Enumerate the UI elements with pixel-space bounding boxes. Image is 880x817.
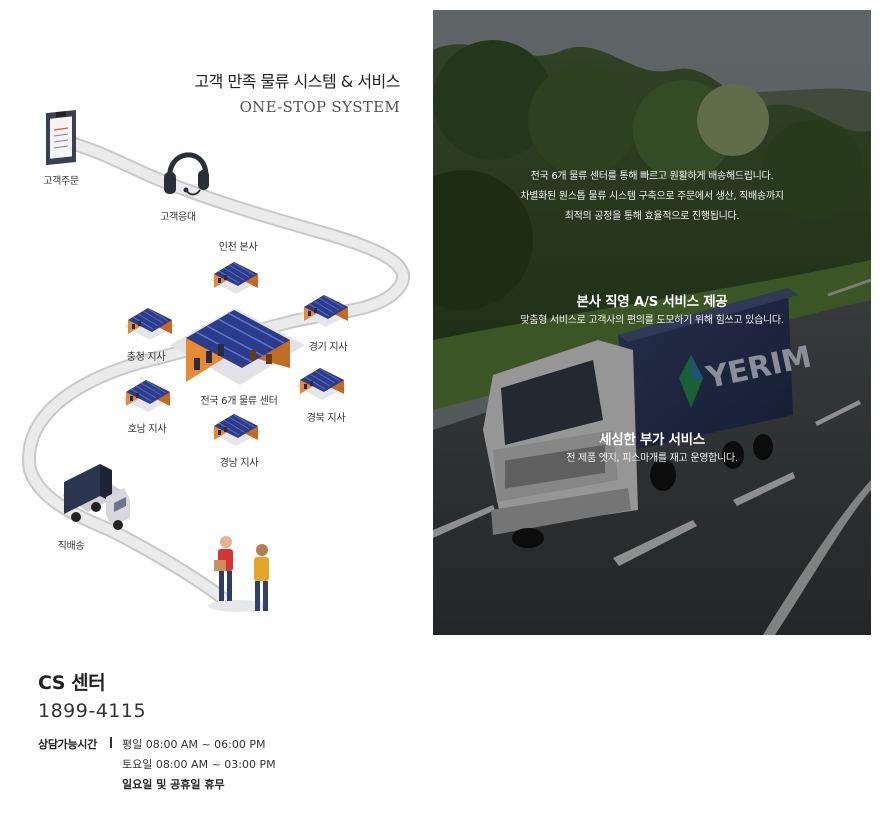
label-gyeongbuk: 경북 지사 [306, 413, 346, 424]
desc-extra-service: 전 제품 엣지, 피스마개를 재고 운영합니다. [566, 453, 738, 464]
diagram-subtitle: ONE-STOP SYSTEM [239, 98, 400, 116]
diagram-title: 고객 만족 물류 시스템 & 서비스 [194, 72, 400, 91]
desc-as-service: 맞춤형 서비스로 고객사의 편의를 도모하기 위해 힘쓰고 있습니다. [520, 315, 784, 326]
delivery-truck-icon [62, 464, 130, 530]
warehouse-gyeongnam [209, 413, 263, 447]
heading-extra-service: 세심한 부가 서비스 [599, 432, 705, 448]
cs-center-title: CS 센터 [38, 672, 106, 694]
warehouse-chungcheong [123, 307, 177, 341]
hours-weekday: 평일 08:00 AM ~ 06:00 PM [122, 738, 266, 751]
hours-closed: 일요일 및 공휴일 휴무 [122, 778, 225, 791]
intro-line-3: 최적의 공정을 통해 효율적으로 진행됩니다. [564, 211, 740, 222]
intro-line-2: 차별화된 원스톱 물류 시스템 구축으로 주문에서 생산, 직배송까지 [520, 191, 784, 202]
warehouse-gyeongbuk [295, 367, 349, 401]
label-gyeongnam: 경남 지사 [219, 458, 259, 469]
intro-line-1: 전국 6개 물류 센터를 통해 빠르고 원활하게 배송해드립니다. [530, 171, 774, 182]
warehouse-honam [121, 379, 175, 413]
hours-divider [110, 737, 112, 748]
truck-highway-photo: YERIM [433, 10, 871, 635]
headset-icon [164, 152, 209, 196]
logistics-diagram: 고객 만족 물류 시스템 & 서비스 ONE-STOP SYSTEM 고객주문 … [0, 0, 430, 640]
label-gyeonggi: 경기 지사 [308, 342, 348, 353]
clipboard-icon [46, 110, 76, 166]
label-incheon: 인천 본사 [218, 242, 258, 253]
label-customer-order: 고객주문 [43, 176, 79, 187]
warehouse-incheon [209, 261, 263, 295]
diagram-graphic [22, 110, 410, 612]
hours-label: 상담가능시간 [38, 738, 97, 751]
heading-as-service: 본사 직영 A/S 서비스 제공 [576, 294, 728, 310]
cs-phone-number: 1899-4115 [38, 700, 147, 722]
handover-people-icon [208, 536, 269, 612]
label-honam: 호남 지사 [127, 424, 167, 435]
label-center: 전국 6개 물류 센터 [200, 396, 278, 407]
label-direct-delivery: 직배송 [57, 541, 85, 552]
central-warehouse [170, 308, 305, 385]
label-chungcheong: 충청 지사 [126, 352, 166, 363]
label-customer-service: 고객응대 [160, 212, 196, 223]
truck-photo-panel: YERIM 전국 6개 물류 센터를 통해 빠르고 원활하게 배송해드립니다. … [433, 10, 871, 635]
hours-saturday: 토요일 08:00 AM ~ 03:00 PM [122, 758, 276, 771]
